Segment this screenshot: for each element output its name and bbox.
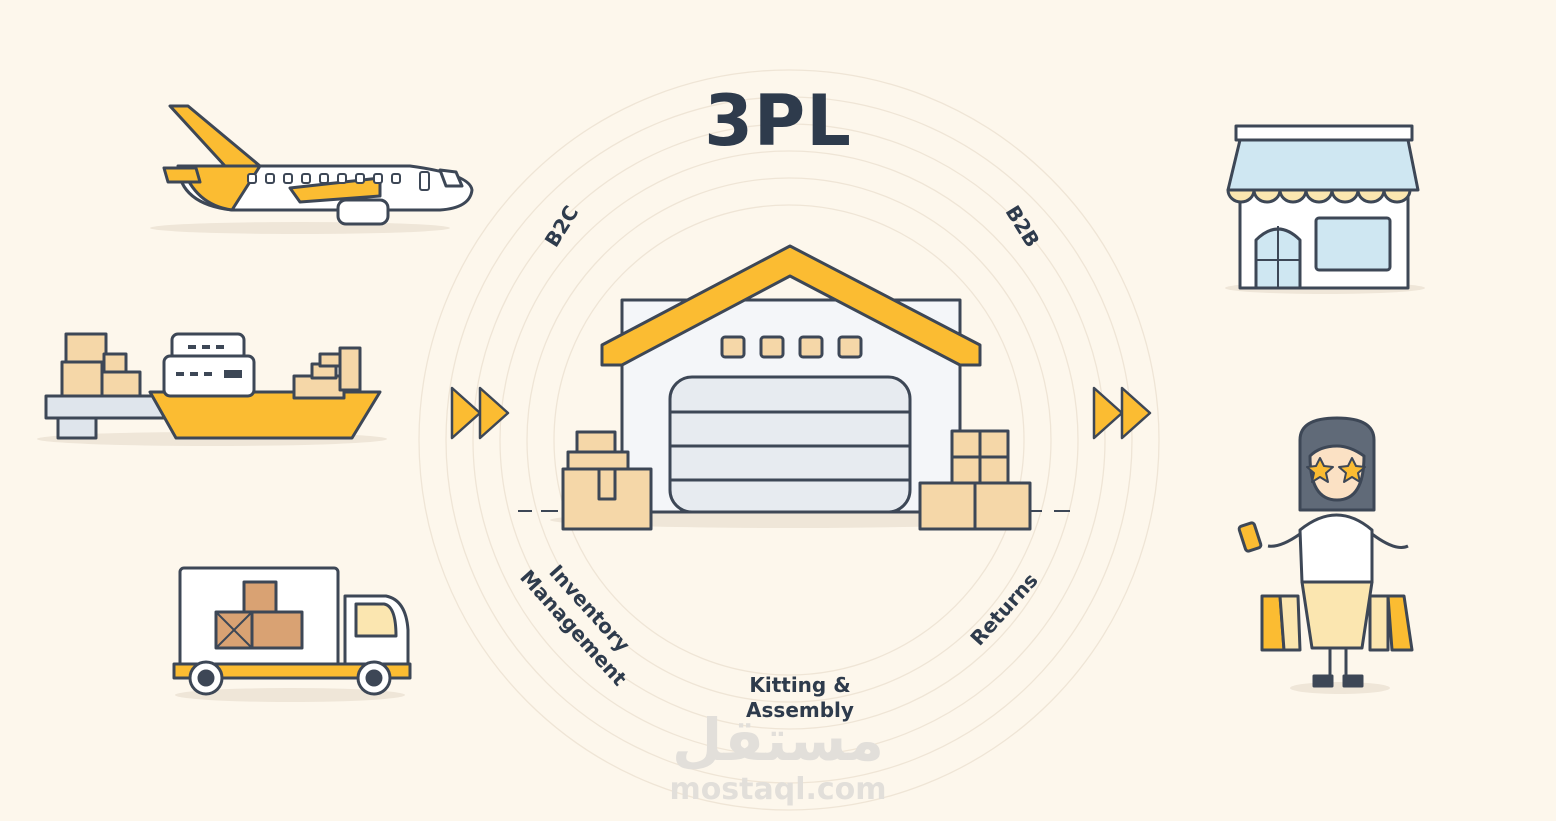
watermark-latin: mostaql.com xyxy=(669,772,887,807)
label-kitting-line1: Kitting & xyxy=(749,673,851,697)
double-arrow-icon xyxy=(450,386,510,440)
shopper-icon xyxy=(1237,416,1414,694)
diagram-title: 3PL xyxy=(704,80,852,162)
double-arrow-icon xyxy=(1092,386,1152,440)
orbit-rings xyxy=(418,69,1160,811)
label-kitting-line2: Assembly xyxy=(746,698,854,722)
warehouse-icon xyxy=(550,244,1032,531)
delivery-truck-icon xyxy=(172,566,412,702)
watermark-arabic: مستقل xyxy=(671,706,885,774)
storefront-icon xyxy=(1225,124,1425,294)
airplane-icon xyxy=(150,104,474,234)
label-kitting-assembly: Kitting & Assembly xyxy=(730,673,870,723)
cargo-ship-icon xyxy=(37,332,387,446)
